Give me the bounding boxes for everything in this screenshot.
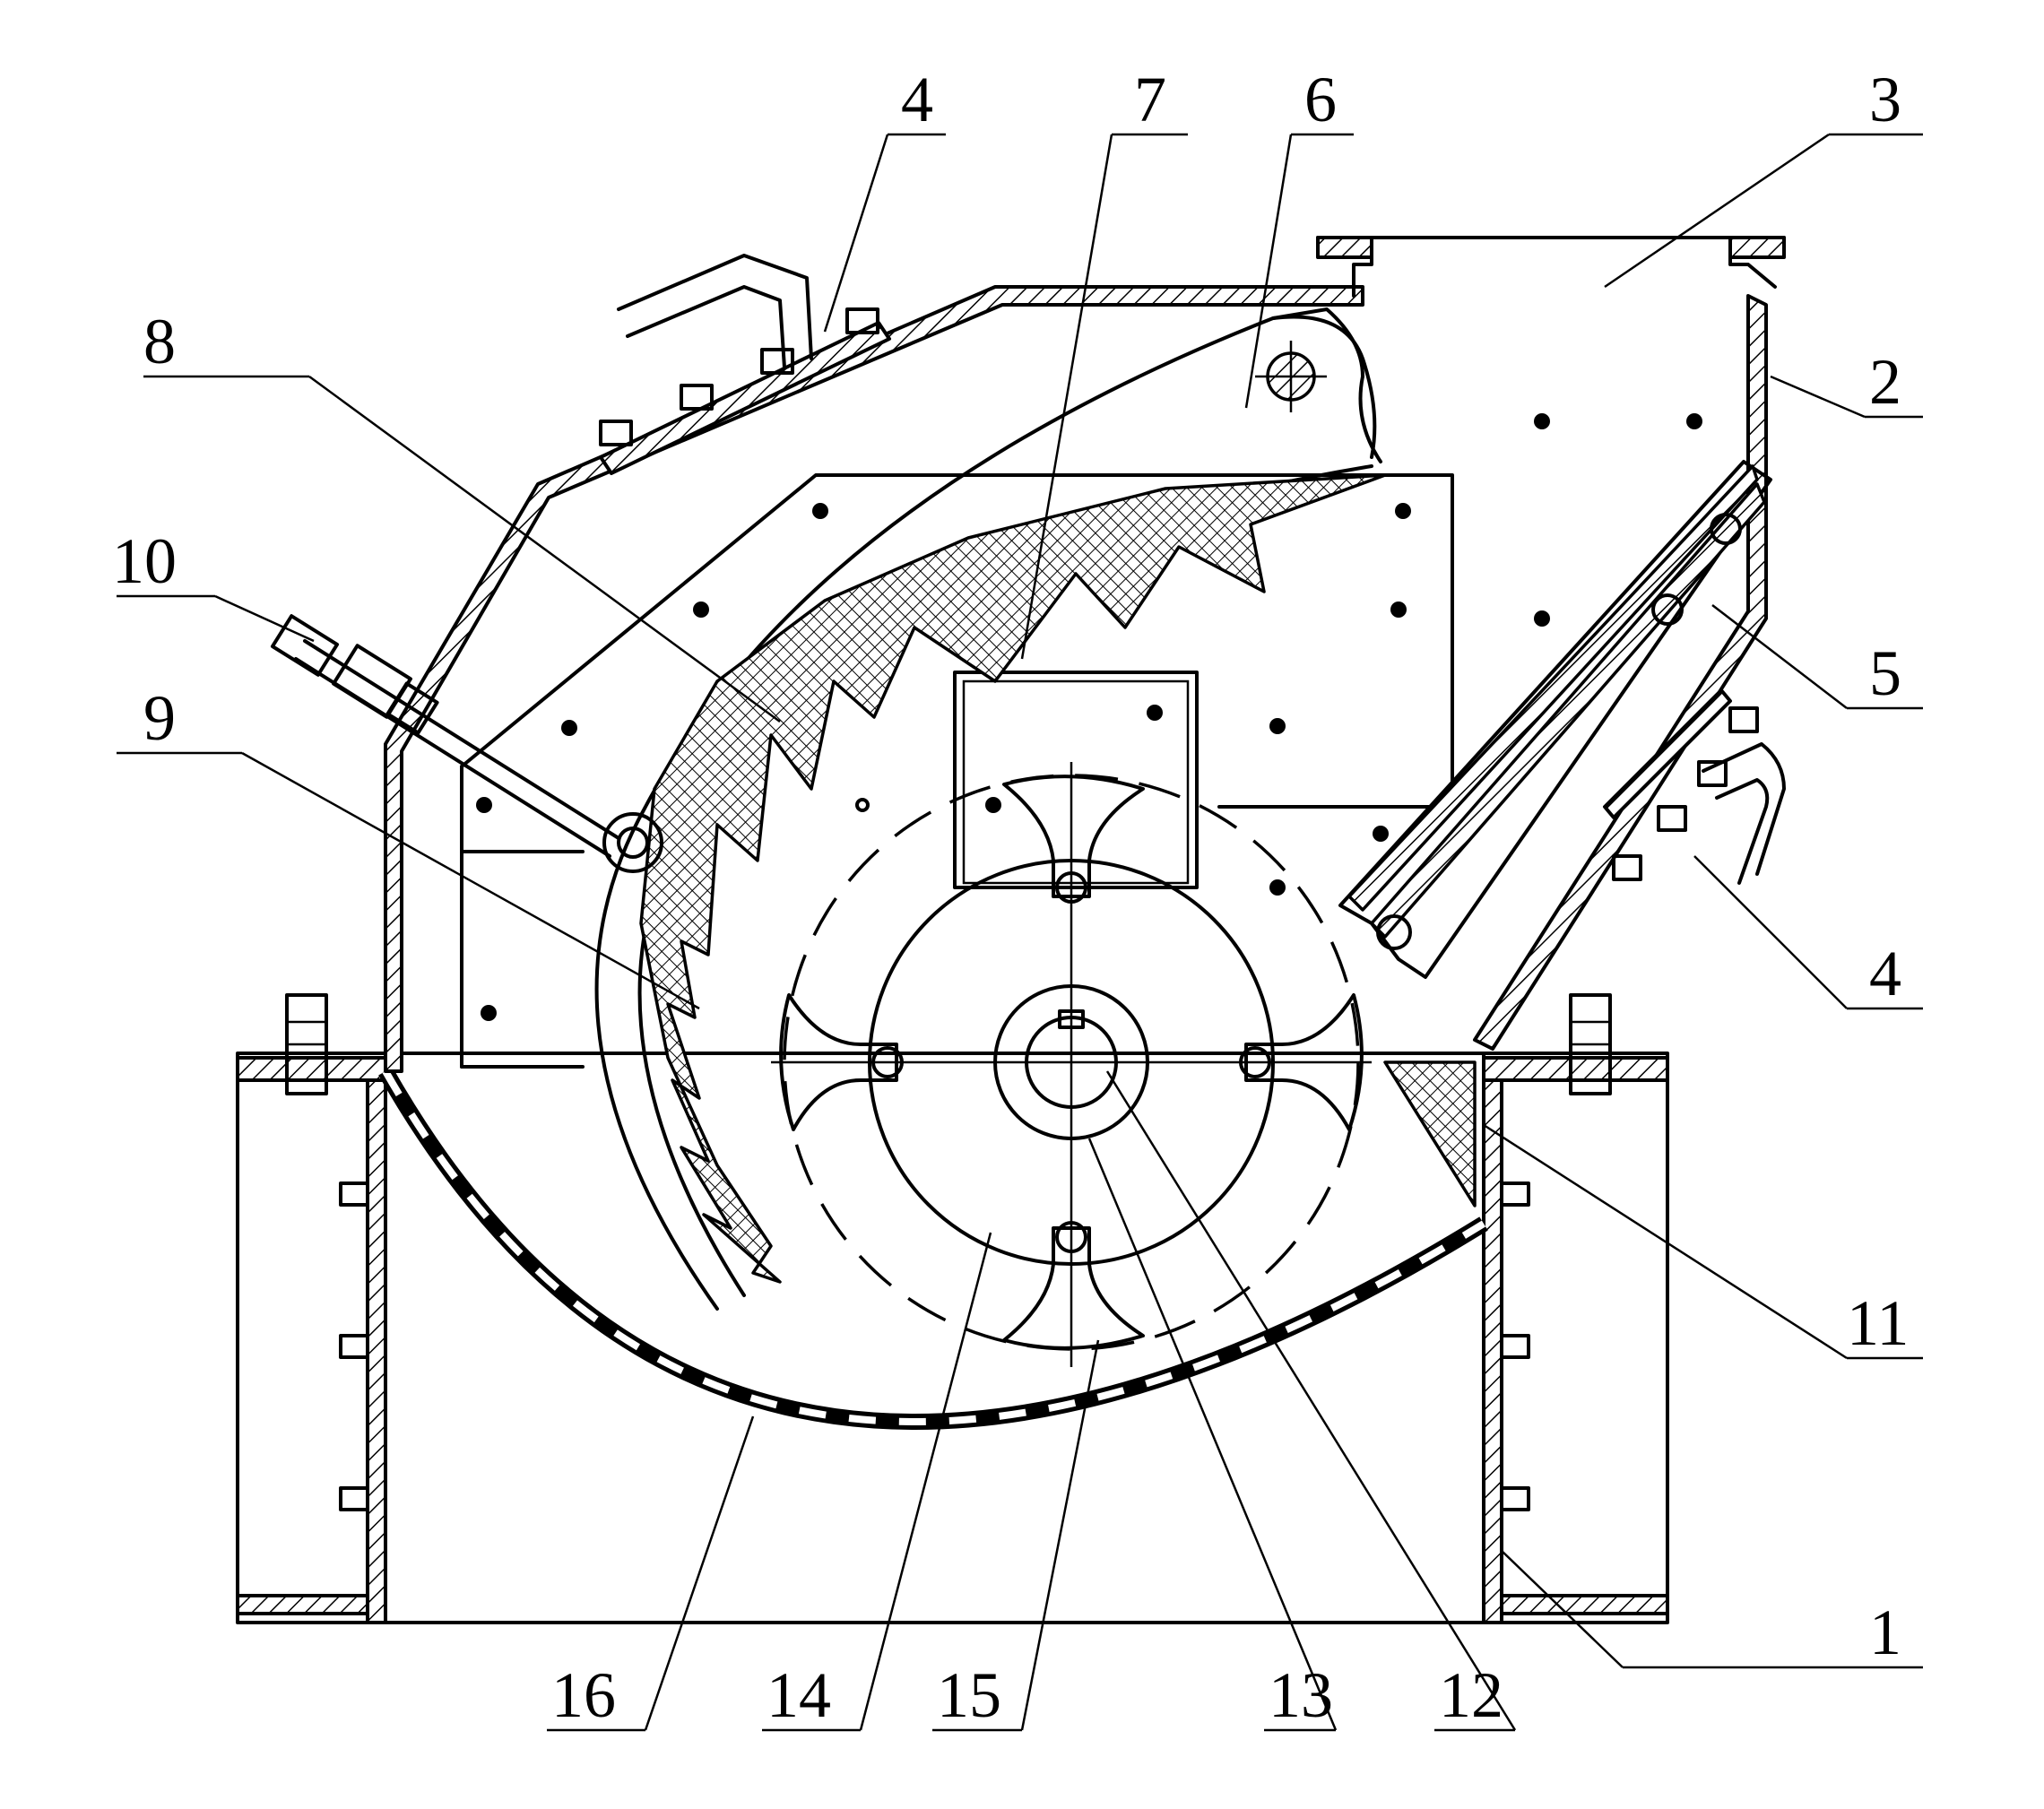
callout-1: 1 <box>1869 1597 1901 1668</box>
callout-11: 11 <box>1847 1287 1909 1359</box>
callout-7: 7 <box>1134 64 1166 135</box>
callout-3: 3 <box>1869 64 1901 135</box>
callout-13: 13 <box>1269 1659 1333 1731</box>
hammer-top <box>1002 775 1145 898</box>
inner-frame <box>460 413 1702 1069</box>
adjusting-rod <box>270 614 663 873</box>
hammer-right <box>1244 993 1364 1131</box>
callout-15: 15 <box>937 1659 1001 1731</box>
flange-bolts <box>285 993 1612 1095</box>
callout-9: 9 <box>143 682 176 754</box>
base-frame <box>236 993 1669 1624</box>
frame-dots <box>476 413 1702 1021</box>
callout-2: 2 <box>1869 346 1901 418</box>
callout-14: 14 <box>766 1659 831 1731</box>
counter-plate <box>594 307 1477 1311</box>
rotor <box>771 762 1372 1367</box>
roof-bolts <box>599 307 879 446</box>
callout-12: 12 <box>1439 1659 1503 1731</box>
callout-6: 6 <box>1304 64 1337 135</box>
callout-16: 16 <box>551 1659 616 1731</box>
callout-8: 8 <box>143 306 176 377</box>
impact-plate <box>1338 460 1786 979</box>
callout-4-right: 4 <box>1869 938 1901 1009</box>
callout-10: 10 <box>112 525 177 597</box>
side-bolts <box>339 1181 1530 1511</box>
upper-housing <box>384 236 1786 1073</box>
leader-lines <box>117 133 1923 1732</box>
callout-labels: 1 2 3 4 4 5 6 7 8 9 10 11 12 13 14 15 16 <box>112 64 1909 1731</box>
callout-4-top: 4 <box>901 64 933 135</box>
grate-screen <box>378 1067 1488 1430</box>
callout-5: 5 <box>1869 637 1901 709</box>
hammer-bottom <box>1002 1226 1145 1350</box>
hammer-left <box>779 993 898 1131</box>
